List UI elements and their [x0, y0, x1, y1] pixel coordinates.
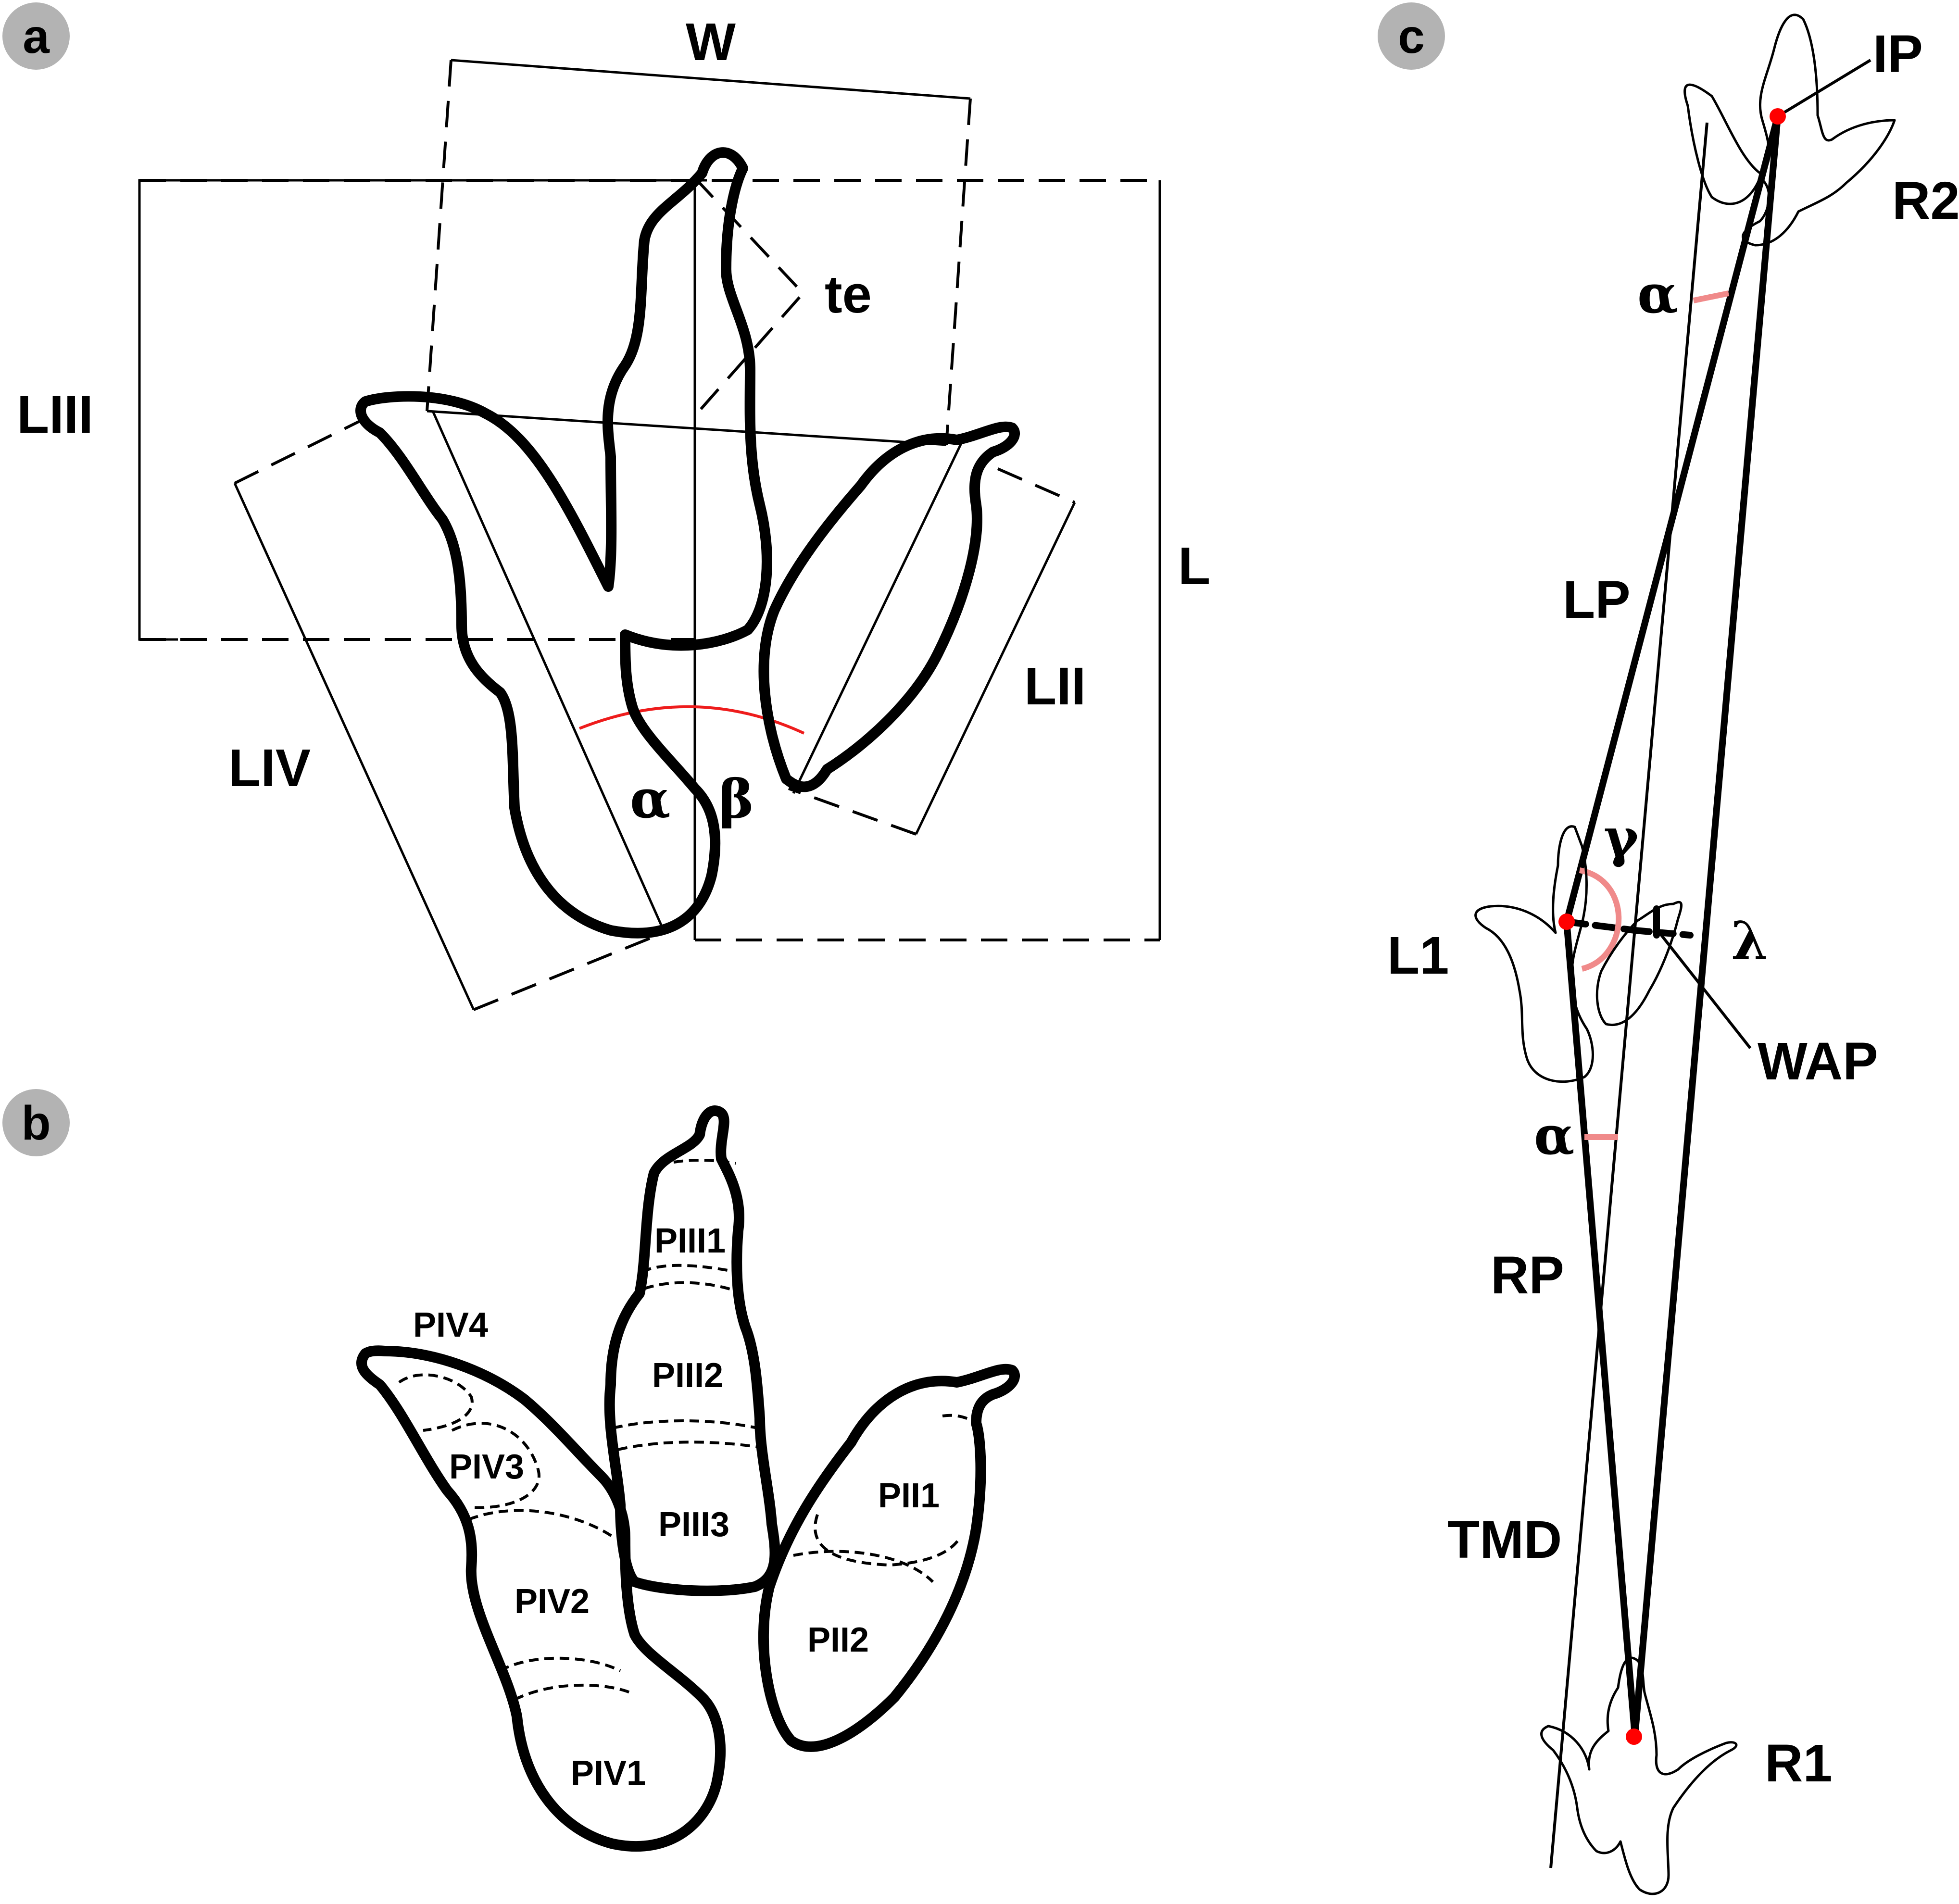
panel-a-badge	[2, 2, 70, 70]
label-l: L	[1178, 537, 1210, 596]
lii-outer-line	[915, 501, 1076, 835]
label-liii: LIII	[17, 385, 93, 444]
label-lii: LII	[1024, 657, 1086, 716]
liv-top-dashed	[234, 417, 366, 485]
alpha-marker-top	[1693, 290, 1730, 303]
label-alpha-c-bottom: α	[1534, 1104, 1575, 1166]
pad-label-pii1: PII1	[878, 1477, 940, 1515]
wap-line	[1563, 918, 1638, 934]
pad-boundary-iii-2	[613, 1419, 758, 1429]
pad-label-piv2: PIV2	[515, 1582, 590, 1621]
panel-b-digit-iv-outline	[356, 1345, 726, 1852]
wap-callout	[1660, 934, 1752, 1049]
label-l1: L1	[1387, 926, 1449, 985]
pad-boundary-iv-1b	[514, 1683, 631, 1701]
label-w: W	[686, 13, 736, 72]
pad-label-piv4: PIV4	[413, 1306, 488, 1344]
pad-label-piv3: PIV3	[449, 1448, 524, 1486]
pad-boundary-ii-top	[942, 1414, 980, 1427]
pad-label-piii3: PIII3	[658, 1505, 729, 1544]
pad-boundary-iv-2	[468, 1509, 616, 1540]
panel-b-digit-iii-outline	[604, 1105, 780, 1596]
pad-boundary-iii-1b	[644, 1281, 744, 1295]
right-pace-line	[1563, 918, 1638, 1739]
w-right-dashed	[945, 98, 972, 445]
label-alpha-c-top: α	[1637, 263, 1678, 325]
l1-point	[1558, 914, 1575, 930]
pad-label-piv1: PIV1	[571, 1754, 646, 1792]
label-r2: R2	[1892, 171, 1959, 230]
panel-b-badge	[2, 1089, 70, 1156]
left-pace-line	[1563, 113, 1781, 925]
gamma-arc	[1579, 867, 1622, 972]
w-base-line	[427, 410, 947, 446]
panel-c: c IP R2 α LP γ L1 λ WAP α R	[1378, 2, 1959, 1895]
label-alpha-a: α	[630, 768, 671, 830]
pad-label-piii2: PIII2	[652, 1356, 723, 1395]
footprint-l1	[1474, 825, 1683, 1083]
label-rp: RP	[1491, 1246, 1564, 1305]
panel-a-digit-ii-outline	[758, 421, 1020, 792]
pad-boundary-iii-1	[641, 1264, 736, 1273]
r1-point	[1626, 1729, 1642, 1745]
liv-bottom-dashed	[473, 931, 665, 1011]
label-liv: LIV	[228, 739, 311, 798]
pad-boundary-iii-2b	[617, 1441, 760, 1451]
pad-boundary-iv-3	[451, 1422, 540, 1509]
panel-a: a W te LIII L LII	[2, 2, 1210, 1011]
pad-label-pii2: PII2	[807, 1621, 869, 1659]
panel-c-badge	[1378, 2, 1445, 70]
w-top-line	[451, 59, 971, 100]
footprint-r2	[1683, 13, 1896, 247]
panel-a-badge-label: a	[23, 10, 50, 63]
pad-boundary-iv-4	[398, 1373, 474, 1432]
label-lambda: λ	[1731, 910, 1768, 972]
label-tmd: TMD	[1447, 1510, 1562, 1569]
w-left-dashed	[426, 60, 452, 412]
ip-callout	[1777, 59, 1871, 118]
panel-a-footprint-outline	[355, 147, 772, 939]
pad-boundary-ii-1b	[793, 1550, 934, 1583]
liii-bracket	[138, 179, 707, 641]
wap-extension	[1632, 927, 1694, 939]
lii-top-dashed	[997, 467, 1076, 504]
liv-outer-line	[233, 482, 475, 1011]
panel-b-badge-label: b	[21, 1096, 50, 1150]
panel-b: b PIII1 PIII2 PIII3 PIV4 PIV3 PIV2 PIV1 …	[2, 1089, 1020, 1852]
pad-boundary-ii-1	[814, 1514, 961, 1567]
liv-axis	[431, 410, 665, 931]
panel-c-badge-label: c	[1398, 10, 1425, 63]
footprint-r1	[1540, 1656, 1738, 1895]
label-wap: WAP	[1758, 1032, 1878, 1091]
label-ip: IP	[1873, 25, 1923, 84]
label-r1: R1	[1765, 1734, 1833, 1793]
label-lp: LP	[1563, 570, 1631, 629]
lii-bottom-dashed	[788, 787, 917, 836]
label-gamma: γ	[1604, 806, 1639, 868]
label-te: te	[825, 265, 872, 324]
ip-point	[1770, 108, 1786, 125]
lii-axis	[792, 441, 963, 794]
trackway-midline	[1549, 122, 1708, 1868]
pad-label-piii1: PIII1	[654, 1222, 726, 1260]
panel-b-digit-ii-outline	[758, 1364, 1020, 1752]
pad-boundary-iii-top	[658, 1159, 736, 1167]
stride-line	[1632, 113, 1781, 1739]
label-beta-a: β	[719, 768, 754, 830]
pad-boundary-iv-1	[499, 1656, 621, 1672]
